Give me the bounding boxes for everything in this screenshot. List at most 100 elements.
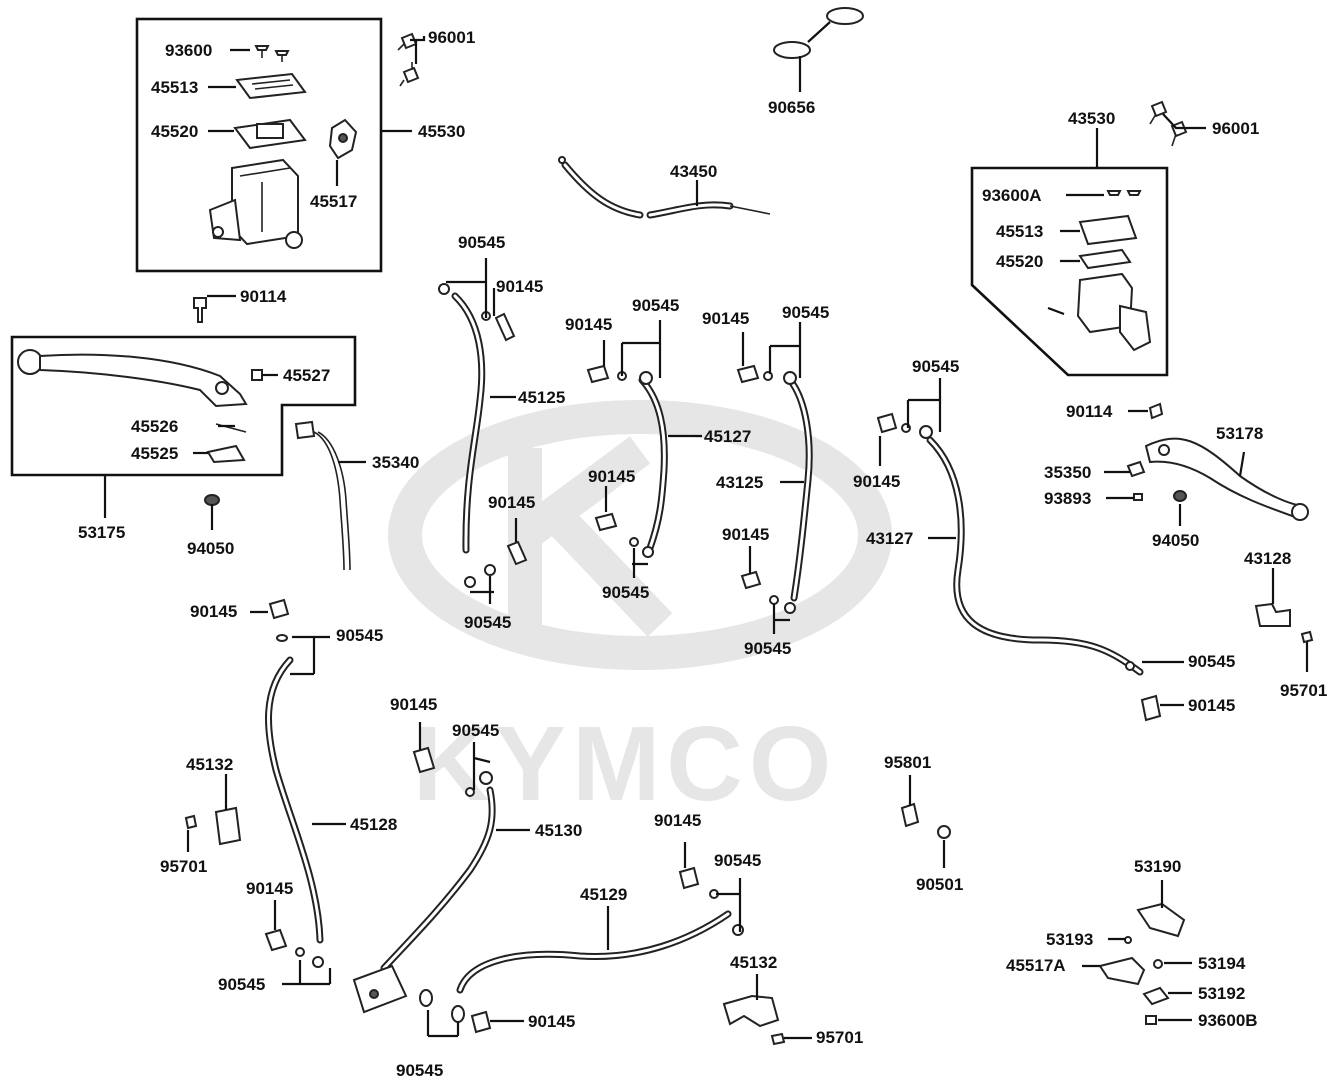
washer — [629, 537, 639, 547]
part-number-label: 90145 — [853, 472, 900, 491]
reservoir-cap-45513 — [235, 72, 307, 100]
brake-switch-wire-35340 — [294, 420, 351, 571]
clip-90656-lower — [773, 41, 811, 59]
part-number-label: 94050 — [1152, 531, 1199, 550]
master-cylinder-detail — [239, 167, 291, 232]
washer — [769, 595, 779, 605]
part-number-label: 90145 — [588, 467, 635, 486]
lever-right-ball-end — [1291, 503, 1309, 521]
bolt-96001-upper-shank — [397, 43, 405, 51]
part-number-label: 45513 — [151, 78, 198, 97]
part-number-label: 45517A — [1006, 956, 1066, 975]
kymco-watermark: KYMCO — [388, 400, 892, 823]
washer — [312, 956, 324, 968]
bolt-90114-right — [1148, 402, 1164, 420]
part-number-label: 90501 — [916, 875, 963, 894]
part-number-label: 90145 — [488, 493, 535, 512]
left-master-cylinder-box — [135, 17, 383, 273]
nut-94050-left — [204, 494, 220, 506]
part-number-label: 45125 — [518, 388, 565, 407]
part-number-label: 90656 — [768, 98, 815, 117]
switch-35340-leads — [313, 431, 351, 571]
diaphragm-center — [256, 123, 284, 139]
part-number-label: 45520 — [996, 252, 1043, 271]
cable-43450 — [558, 156, 771, 219]
part-number-label: 53175 — [78, 523, 125, 542]
part-number-label: 90545 — [336, 626, 383, 645]
part-number-label: 53190 — [1134, 857, 1181, 876]
part-number-label: 90545 — [452, 721, 499, 740]
bolt-95801 — [900, 802, 920, 828]
part-number-label: 93600 — [165, 41, 212, 60]
part-number-label: 43128 — [1244, 549, 1291, 568]
screw-93600B — [1145, 1015, 1157, 1025]
part-number-label: 93600B — [1198, 1011, 1258, 1030]
switch-35350 — [1126, 460, 1146, 478]
bolt-90145 — [678, 866, 700, 890]
part-number-label: 43125 — [716, 473, 763, 492]
clip-90656-upper — [826, 7, 864, 25]
lever-left-pivot — [215, 381, 229, 395]
watermark-k-mark — [508, 436, 673, 637]
part-number-label: 53192 — [1198, 984, 1245, 1003]
washer — [464, 576, 476, 588]
bolt-96001-lower-shank — [399, 62, 413, 87]
bolts-96001-right — [1149, 100, 1188, 147]
screw-45527 — [251, 369, 263, 381]
washer — [642, 546, 654, 558]
bolt-96001-right-upper — [1150, 100, 1168, 118]
arrow-right-master — [1047, 306, 1065, 316]
part-number-label: 90545 — [744, 639, 791, 658]
part-53194 — [1153, 959, 1163, 969]
part-number-label: 90545 — [1188, 652, 1235, 671]
leader-lines — [103, 21, 1309, 1040]
bolt-90145 — [586, 364, 610, 384]
part-number-label: 90145 — [702, 309, 749, 328]
clamp-hole — [338, 133, 348, 143]
hose-45125 — [438, 283, 528, 588]
cable-43450-nipple — [558, 156, 566, 164]
junction-block — [352, 964, 408, 1014]
part-number-label: 90545 — [218, 975, 265, 994]
part-number-label: 96001 — [428, 28, 475, 47]
bolt-90145 — [268, 598, 290, 620]
left-lever-box — [10, 335, 357, 477]
part-number-label: 45132 — [730, 953, 777, 972]
bolt-96001-lower-head — [402, 66, 420, 84]
part-number-label: 45127 — [704, 427, 751, 446]
watermark-ellipse — [388, 400, 892, 670]
bolt-90145 — [470, 1010, 492, 1034]
part-number-label: 45526 — [131, 417, 178, 436]
part-number-label: 90145 — [246, 879, 293, 898]
part-number-label: 94050 — [187, 539, 234, 558]
part-number-label: 93893 — [1044, 489, 1091, 508]
left-master-cylinder-parts — [208, 45, 358, 249]
banjo-fitting — [639, 371, 653, 385]
part-number-label: 90545 — [632, 296, 679, 315]
part-number-label: 96001 — [1212, 119, 1259, 138]
hose-45128 — [264, 598, 324, 968]
screw-95701-bottom — [770, 1032, 786, 1046]
part-number-label: 90545 — [396, 1061, 443, 1080]
left-brake-lever-53175 — [17, 349, 263, 464]
master-cylinder-right-clamp — [1119, 304, 1152, 352]
part-number-label: 90145 — [722, 525, 769, 544]
part-number-label: 45527 — [283, 366, 330, 385]
hose-45127 — [586, 364, 668, 558]
bolt-90114-left — [193, 297, 207, 323]
part-number-label: 45129 — [580, 885, 627, 904]
part-53192 — [1142, 986, 1170, 1006]
bolt-90145 — [506, 540, 528, 566]
washer — [295, 947, 305, 957]
caliper-parts-bottom-right — [1098, 902, 1186, 1025]
bolt-90145 — [736, 364, 760, 384]
part-number-label: 53193 — [1046, 930, 1093, 949]
master-cylinder-clamp-bolt — [285, 231, 303, 249]
right-master-cylinder-box — [970, 166, 1169, 377]
part-number-label: 90114 — [1066, 402, 1113, 421]
banjo-fitting — [783, 371, 797, 385]
bolt-90145 — [594, 512, 618, 532]
part-number-label: 90145 — [1188, 696, 1235, 715]
part-number-label: 90145 — [190, 602, 237, 621]
master-cylinder-pivot — [212, 226, 224, 238]
